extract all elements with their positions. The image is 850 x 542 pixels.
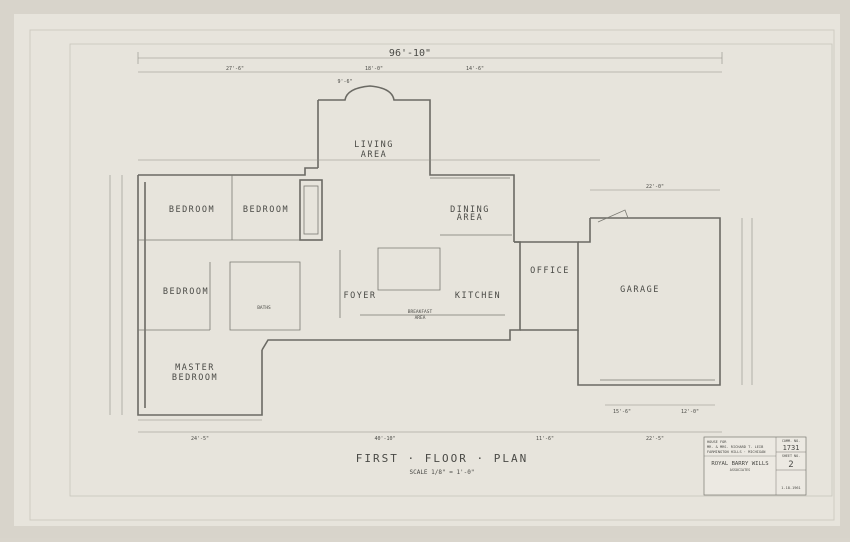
room-label-bedroom-2: BEDROOM [243,205,289,215]
wall-outlines [137,85,721,416]
outer-border [29,29,835,521]
room-label-dining: DINING [450,205,490,215]
room-label-garage: GARAGE [620,285,660,295]
title-block-line-1: HOUSE FOR [707,440,727,444]
dim-garage-bottom-2: 12'-0" [681,409,699,415]
architect-sub: ASSOCIATES [730,468,750,472]
title-block-line-2: MR. & MRS. RICHARD T. LEIB [707,445,763,449]
title-block [703,436,807,496]
dim-top-1: 27'-6" [226,66,244,72]
room-label-kitchen: KITCHEN [455,291,501,301]
room-label-breakfast: BREAKFAST [408,309,433,315]
dim-top-4: 14'-6" [466,66,484,72]
drawing-scale: SCALE 1/8" = 1'-0" [409,469,474,476]
dim-garage-width: 22'-0" [646,184,664,190]
comm-number: 1731 [783,444,800,452]
architect-name: ROYAL BARRY WILLS [711,461,768,467]
room-label-office: OFFICE [530,266,570,276]
room-label-master: MASTER [175,363,215,373]
side-dimension-lines [109,159,753,433]
inner-border [69,43,833,497]
dim-bottom-3: 11'-6" [536,436,554,442]
room-label-dining-2: AREA [457,213,483,223]
comm-label: COMM. NO. [782,439,800,443]
dim-bottom-2: 40'-10" [374,436,395,442]
room-label-foyer: FOYER [343,291,376,301]
drawing-date: 1-18-1961 [781,486,800,490]
dim-top-2: 9'-6" [337,79,352,85]
sheet-number: 2 [788,460,793,470]
room-label-living: LIVING [354,140,394,150]
dim-top-3: 18'-0" [365,66,383,72]
room-label-breakfast-2: AREA [415,315,426,321]
sheet-label: SHEET NO. [782,454,800,458]
drawing-title: FIRST · FLOOR · PLAN [356,452,528,465]
room-label-master-2: BEDROOM [172,373,218,383]
room-label-living-2: AREA [361,150,387,160]
title-block-line-3: FARMINGTON HILLS · MICHIGAN [707,450,765,454]
dim-bottom-4: 22'-5" [646,436,664,442]
overall-dimension-line [137,52,723,73]
room-label-baths: BATHS [257,305,271,311]
dim-bottom-1: 24'-5" [191,436,209,442]
overall-dimension: 96'-10" [389,48,431,59]
dim-garage-bottom-1: 15'-6" [613,409,631,415]
room-label-bedroom-1: BEDROOM [169,205,215,215]
room-label-bedroom-3: BEDROOM [163,287,209,297]
